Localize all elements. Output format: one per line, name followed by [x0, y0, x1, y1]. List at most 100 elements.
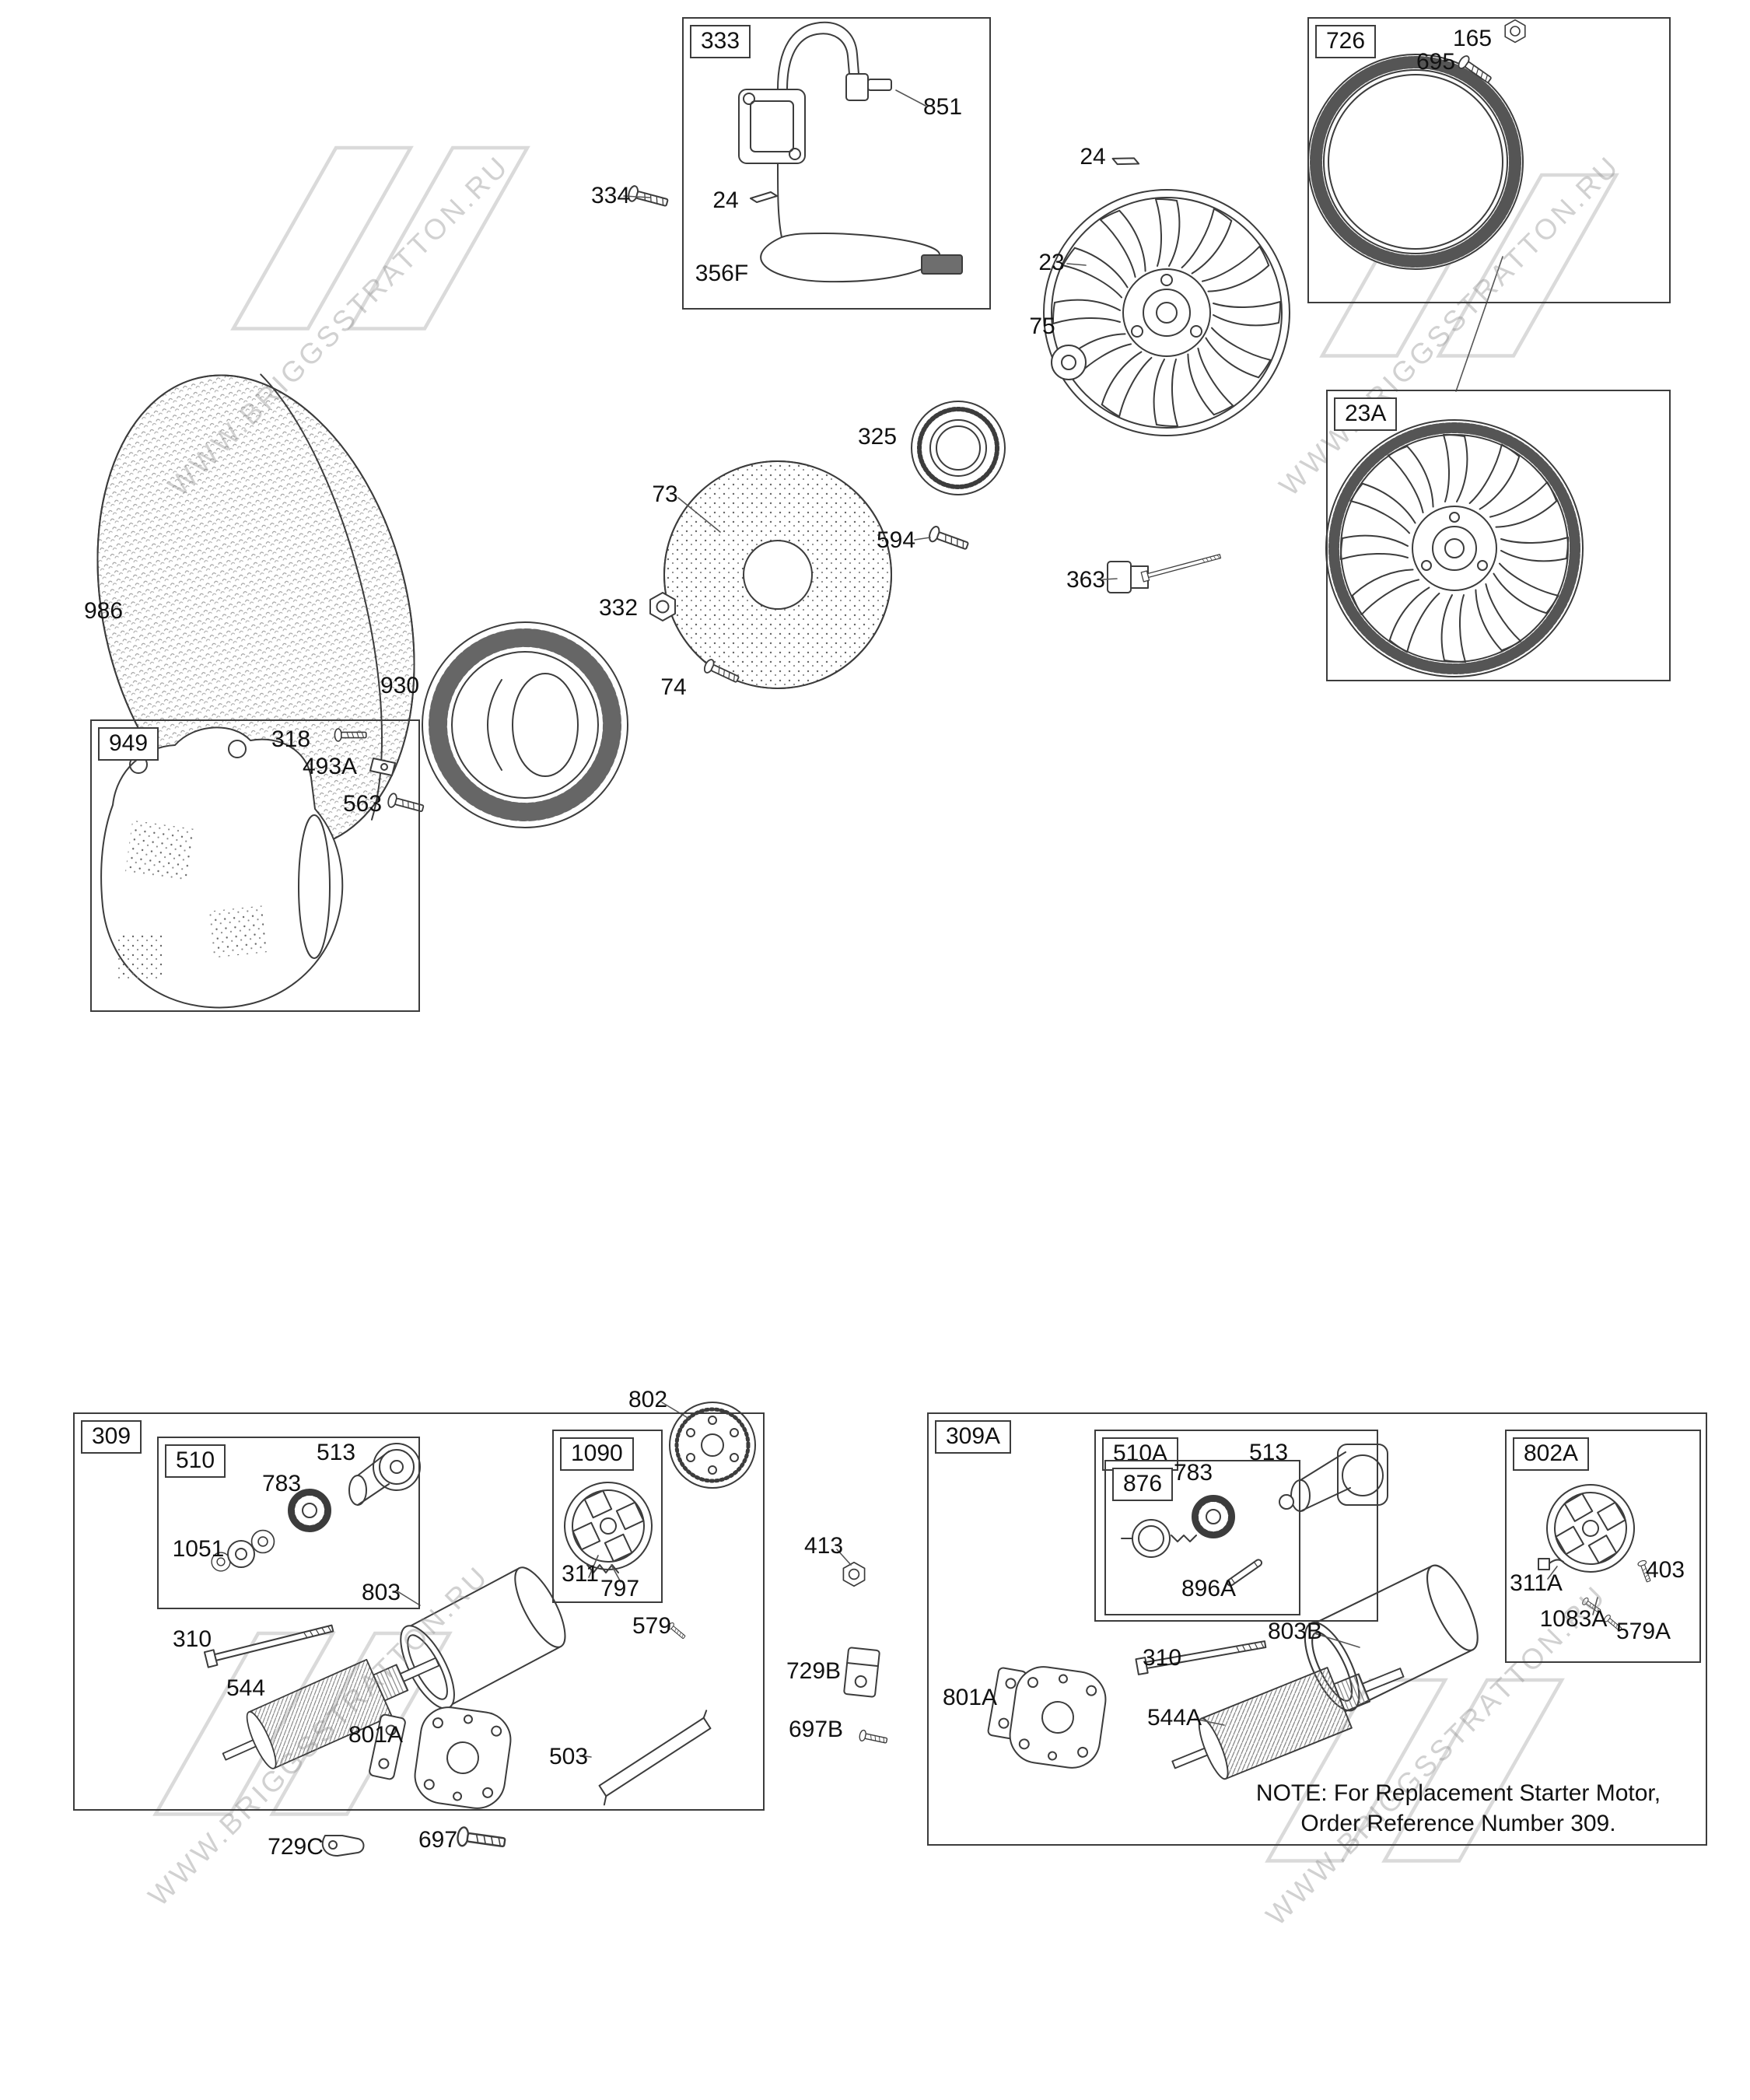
part-callout-513-left: 513: [316, 1440, 356, 1465]
part-333-ignition-coil-drawing: [738, 21, 963, 283]
part-697b-screw-drawing: [858, 1729, 889, 1747]
part-797-brush-spring-drawing: [586, 1564, 619, 1573]
part-callout-594: 594: [876, 527, 916, 553]
assembly-box-1090-label: 1090: [560, 1437, 634, 1471]
starter-309-drawing: [203, 1402, 889, 1857]
part-callout-74: 74: [660, 674, 687, 700]
part-876-drive-drawing: [1121, 1519, 1197, 1558]
part-callout-783-right: 783: [1173, 1460, 1213, 1486]
assembly-box-510: 510: [157, 1437, 420, 1609]
part-callout-579: 579: [632, 1613, 672, 1639]
part-729b-bracket-drawing: [843, 1647, 880, 1698]
part-73-screen-drawing: [663, 460, 892, 689]
assembly-box-802a: 802A: [1505, 1430, 1701, 1663]
part-callout-24-ignition: 24: [712, 187, 739, 213]
part-callout-310-left: 310: [172, 1626, 212, 1652]
part-callout-493a: 493A: [302, 754, 358, 779]
assembly-box-876: 876: [1104, 1460, 1300, 1615]
part-311a-brush-drawing: [1538, 1558, 1564, 1570]
part-callout-165: 165: [1452, 26, 1493, 51]
part-23-flywheel-drawing: [1043, 189, 1290, 436]
part-callout-334: 334: [590, 183, 631, 208]
part-802-drive-plate-drawing: [669, 1402, 756, 1489]
part-callout-563: 563: [342, 791, 383, 817]
part-callout-513-right: 513: [1248, 1440, 1289, 1465]
part-callout-896a: 896A: [1181, 1576, 1237, 1601]
note-line-2: Order Reference Number 309.: [1300, 1811, 1616, 1836]
part-503-band-drawing: [598, 1710, 712, 1806]
part-23a-flywheel-drawing: [1325, 419, 1584, 677]
part-callout-803b: 803B: [1267, 1619, 1323, 1644]
assembly-box-309-label: 309: [81, 1420, 142, 1454]
assembly-box-802a-label: 802A: [1513, 1437, 1590, 1471]
part-callout-318: 318: [271, 726, 311, 752]
part-callout-325: 325: [857, 424, 898, 450]
part-callout-310-right: 310: [1142, 1645, 1182, 1671]
part-callout-403: 403: [1645, 1557, 1685, 1583]
part-callout-75: 75: [1029, 313, 1055, 339]
part-callout-413: 413: [803, 1533, 844, 1559]
part-594-screw-drawing: [926, 524, 971, 555]
part-callout-363: 363: [1066, 567, 1106, 593]
assembly-box-726: 726: [1307, 17, 1671, 303]
part-callout-1051: 1051: [172, 1536, 225, 1562]
assembly-box-726-label: 726: [1315, 25, 1377, 58]
part-801a-bracket-drawing: [369, 1713, 406, 1780]
part-896a-pin-drawing: [1226, 1559, 1263, 1587]
part-callout-697: 697: [418, 1827, 458, 1853]
part-callout-311a: 311A: [1510, 1570, 1563, 1596]
part-513-pinion-right-drawing: [1279, 1444, 1388, 1512]
assembly-box-23a-label: 23A: [1334, 397, 1398, 431]
part-callout-797: 797: [600, 1576, 640, 1601]
part-callout-930: 930: [380, 673, 420, 698]
part-callout-697b: 697B: [788, 1717, 844, 1742]
part-callout-801a-left: 801A: [348, 1722, 404, 1748]
part-callout-801a-right: 801A: [942, 1685, 998, 1710]
part-493a-bracket-drawing: [369, 758, 396, 776]
part-callout-24-flywheel: 24: [1080, 144, 1106, 170]
part-949-blower-housing-drawing: [100, 726, 344, 1009]
part-callout-729b: 729B: [786, 1658, 842, 1684]
assembly-box-1090: 1090: [552, 1430, 663, 1603]
part-callout-783-left: 783: [261, 1471, 302, 1496]
note-line-1: NOTE: For Replacement Starter Motor,: [1255, 1780, 1661, 1806]
part-callout-544a: 544A: [1146, 1705, 1202, 1731]
part-callout-802: 802: [628, 1387, 668, 1412]
part-callout-803: 803: [361, 1580, 401, 1605]
part-callout-986: 986: [83, 598, 124, 624]
assembly-box-309a: 309A: [927, 1412, 1707, 1846]
part-callout-332: 332: [598, 595, 639, 621]
part-75-washer-drawing: [1051, 345, 1087, 380]
part-callout-356f: 356F: [695, 261, 749, 286]
part-726-ring-gear-drawing: [1307, 54, 1524, 270]
part-24-key-flywheel-drawing: [1111, 157, 1140, 166]
part-callout-23: 23: [1038, 250, 1065, 275]
part-callout-503: 503: [548, 1744, 589, 1769]
part-callout-73: 73: [652, 481, 678, 507]
part-callout-544: 544: [226, 1675, 266, 1701]
assembly-box-309: 309: [73, 1412, 765, 1811]
assembly-box-949-label: 949: [98, 727, 159, 761]
part-930-retainer-drawing: [422, 621, 628, 828]
assembly-box-333: 333: [682, 17, 991, 310]
part-callout-729c: 729C: [268, 1834, 324, 1860]
part-callout-851: 851: [922, 94, 963, 120]
part-325-race-drawing: [911, 401, 1006, 495]
assembly-box-510-label: 510: [165, 1444, 226, 1478]
leader-lines: [397, 89, 1598, 1758]
assembly-box-949: 949: [90, 719, 420, 1012]
part-callout-579a: 579A: [1615, 1619, 1671, 1644]
part-332-nut-drawing: [649, 592, 676, 621]
part-callout-1083a: 1083A: [1539, 1606, 1608, 1632]
part-413-nut-drawing: [842, 1561, 866, 1587]
part-callout-311: 311: [562, 1561, 599, 1587]
part-729c-bracket-drawing: [321, 1835, 365, 1857]
part-363-assembly-drawing: [1107, 551, 1223, 593]
starter-309a-drawing: [987, 1444, 1654, 1796]
part-513-pinion-drawing: [348, 1443, 421, 1506]
assembly-box-23a: 23A: [1326, 390, 1671, 681]
part-697-screw-drawing: [455, 1825, 507, 1853]
assembly-box-876-label: 876: [1112, 1468, 1174, 1501]
